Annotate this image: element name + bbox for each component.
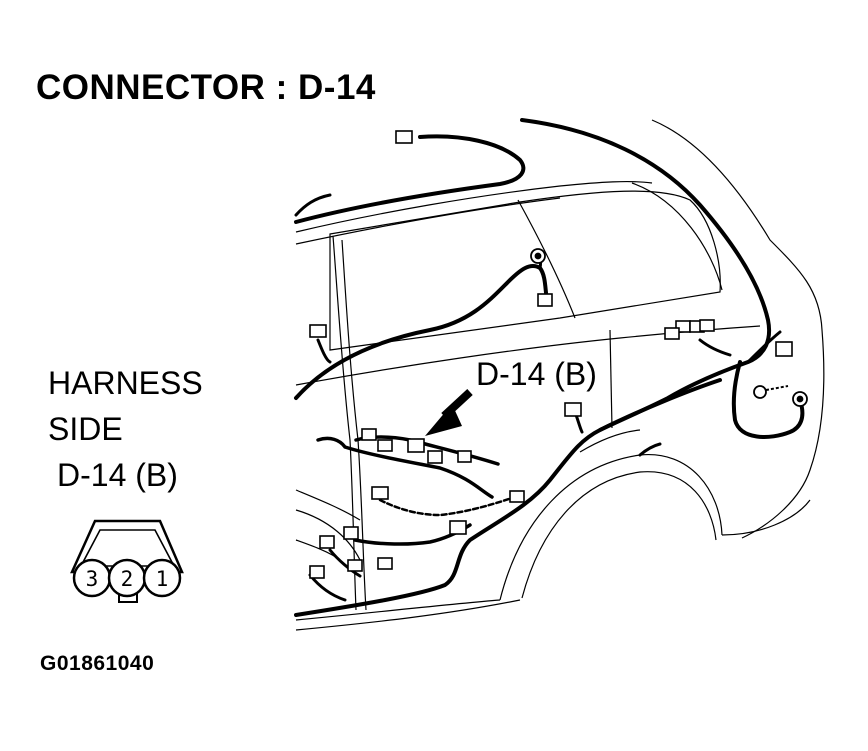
- harness-side-label: HARNESS SIDE D-14 (B): [48, 360, 203, 498]
- wiring-harness: [294, 118, 805, 617]
- connector-pin-3-label: 3: [86, 567, 99, 591]
- connector-pin-1: [142, 558, 182, 598]
- harness-connectors: [309, 130, 793, 579]
- harness-side-line-3: D-14 (B): [57, 457, 178, 493]
- ground-terminals: [530, 248, 808, 407]
- connector-face: [70, 519, 184, 603]
- figure-id: G01861040: [40, 652, 155, 675]
- harness-side-line-2: SIDE: [48, 411, 123, 447]
- connector-pin-1-label: 1: [156, 567, 169, 591]
- harness-side-line-1: HARNESS: [48, 365, 203, 401]
- page-title: CONNECTOR : D-14: [36, 68, 376, 107]
- connector-callout-label: D-14 (B): [476, 356, 597, 392]
- connector-pin-2-label: 2: [121, 567, 134, 591]
- vehicle-body-outline: [295, 119, 825, 631]
- callout-arrow: [425, 389, 473, 436]
